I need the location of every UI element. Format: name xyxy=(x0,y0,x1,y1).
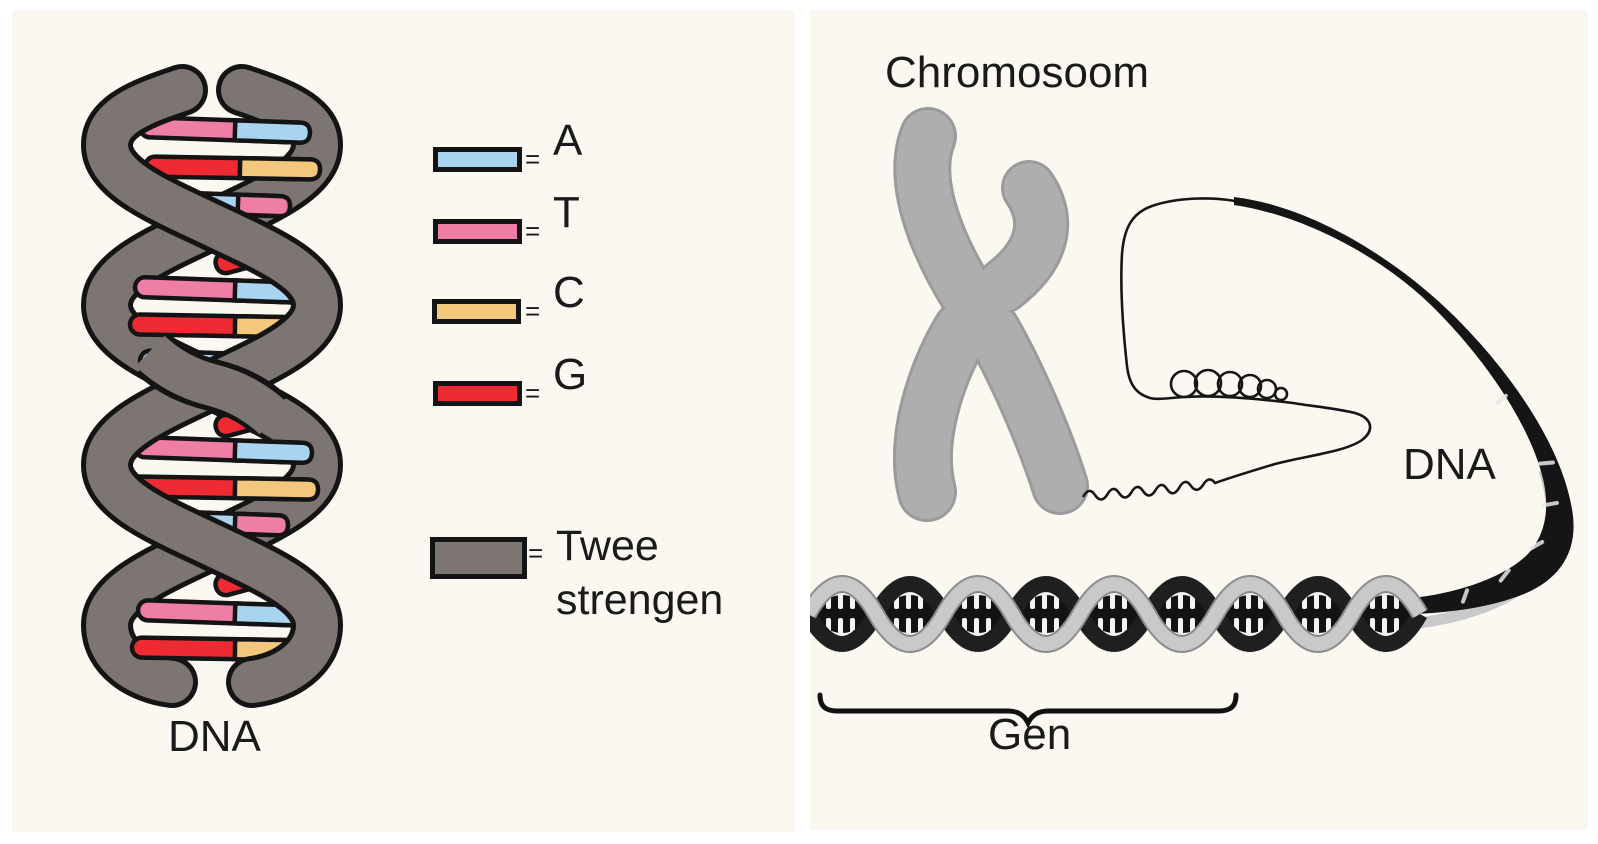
chromosome-shape xyxy=(892,107,1089,522)
dna-helix-panel xyxy=(12,10,795,832)
legend-swatch-two-strands xyxy=(430,537,527,579)
horizontal-dna-helix xyxy=(810,575,1428,653)
chromatin-thread xyxy=(1081,197,1372,501)
legend-equals: = xyxy=(525,216,541,246)
legend-symbol-adenine: A xyxy=(553,116,583,165)
legend-swatch-thymine xyxy=(433,219,522,244)
legend-equals: = xyxy=(528,538,544,568)
dna-label-left: DNA xyxy=(168,712,261,761)
dna-double-helix-illustration xyxy=(80,64,344,708)
dna-ribbon xyxy=(1234,197,1574,614)
gene-bracket xyxy=(817,692,1239,729)
legend-symbol-guanine: G xyxy=(553,350,588,399)
legend-equals: = xyxy=(525,296,541,326)
chromosome-panel xyxy=(810,10,1588,830)
legend-equals: = xyxy=(525,144,541,174)
legend-swatch-guanine xyxy=(433,381,522,406)
chromosome-title: Chromosoom xyxy=(885,48,1150,97)
legend-symbol-cytosine: C xyxy=(553,268,585,317)
supercoil-loops xyxy=(1169,368,1289,402)
legend-equals: = xyxy=(525,378,541,408)
gene-label: Gen xyxy=(988,710,1072,759)
dna-label-right: DNA xyxy=(1403,440,1496,489)
legend-symbol-thymine: T xyxy=(553,188,580,237)
ribbon-texture xyxy=(1460,393,1559,604)
chromosome-to-dna-illustration xyxy=(810,107,1574,729)
legend-swatch-adenine xyxy=(433,147,522,172)
helix-crossing-overlay xyxy=(135,335,289,435)
legend-symbol-two-strands: Twee strengen xyxy=(556,522,724,624)
legend-swatch-cytosine xyxy=(432,299,521,324)
